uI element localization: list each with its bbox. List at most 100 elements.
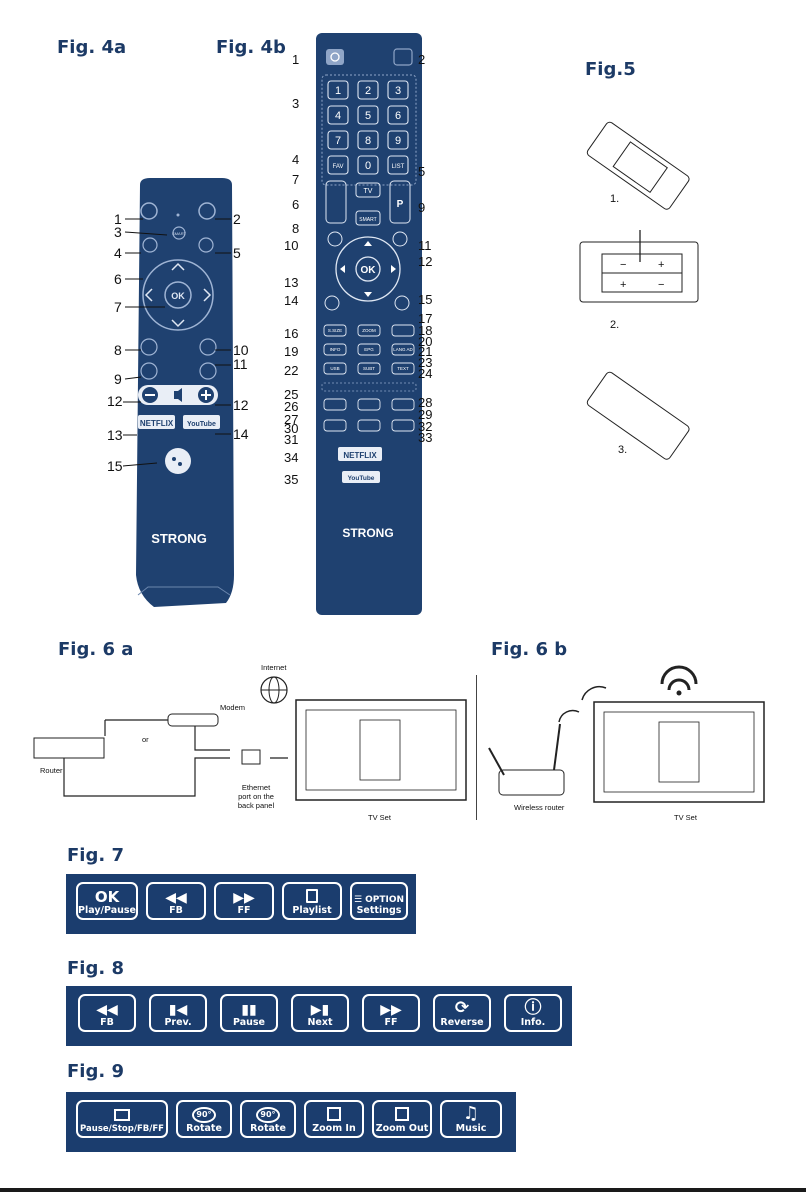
remote-b-callouts-lower: 34 35 bbox=[284, 450, 298, 487]
remote-b-brand: STRONG bbox=[342, 526, 393, 540]
svg-text:31: 31 bbox=[284, 432, 298, 447]
svg-text:6: 6 bbox=[114, 271, 122, 287]
svg-text:9: 9 bbox=[114, 371, 122, 387]
svg-text:4: 4 bbox=[114, 245, 122, 261]
pause-button[interactable]: ▮▮ Pause bbox=[220, 994, 278, 1032]
svg-text:11: 11 bbox=[418, 238, 432, 253]
music-button[interactable]: ♫ Music bbox=[440, 1100, 502, 1138]
svg-text:1: 1 bbox=[292, 52, 299, 67]
svg-text:13: 13 bbox=[107, 427, 123, 443]
digit-9: 9 bbox=[395, 135, 401, 147]
svg-text:+: + bbox=[658, 259, 664, 271]
ethernet-label-3: back panel bbox=[238, 801, 275, 810]
back-icon bbox=[140, 338, 158, 356]
digit-0: 0 bbox=[365, 160, 371, 172]
fig-7-button-bar: OK Play/Pause ◀◀ FB ▶▶ FF Playlist ☰ OPT… bbox=[66, 874, 416, 934]
remote-b-body bbox=[316, 33, 422, 615]
pause-stop-fb-ff-button[interactable]: Pause/Stop/FB/FF bbox=[76, 1100, 168, 1138]
prev-button[interactable]: ▮◀ Prev. bbox=[149, 994, 207, 1032]
home-icon bbox=[199, 338, 217, 356]
svg-text:9: 9 bbox=[418, 200, 425, 215]
option-settings-button[interactable]: ☰ OPTION Settings bbox=[350, 882, 408, 920]
svg-text:8: 8 bbox=[114, 342, 122, 358]
fig-9-title: Fig. 9 bbox=[67, 1061, 124, 1082]
power-button bbox=[326, 49, 344, 65]
svg-text:10: 10 bbox=[233, 342, 249, 358]
playlist-button[interactable]: Playlist bbox=[282, 882, 342, 920]
svg-text:18: 18 bbox=[418, 323, 432, 338]
svg-text:4: 4 bbox=[292, 152, 299, 167]
modem-icon bbox=[167, 713, 219, 727]
fast-forward-icon: ▶▶ bbox=[380, 1002, 402, 1018]
zoom-in-button[interactable]: Zoom In bbox=[304, 1100, 364, 1138]
digit-5: 5 bbox=[365, 110, 371, 122]
router-icon bbox=[33, 737, 105, 759]
playlist-icon bbox=[306, 889, 318, 903]
navigation-ring-b bbox=[335, 236, 401, 302]
svg-text:2: 2 bbox=[233, 211, 241, 227]
previous-icon: ▮◀ bbox=[168, 1002, 188, 1018]
play-pause-button[interactable]: OK Play/Pause bbox=[76, 882, 138, 920]
volume-icon bbox=[174, 388, 182, 402]
svg-text:1: 1 bbox=[114, 211, 122, 227]
reverse-button[interactable]: ⟳ Reverse bbox=[433, 994, 491, 1032]
remote-a-brand: STRONG bbox=[151, 531, 207, 546]
internet-label: Internet bbox=[261, 663, 287, 672]
svg-text:12: 12 bbox=[233, 397, 249, 413]
reverse-icon: ⟳ bbox=[454, 998, 470, 1018]
rotate-left-button[interactable]: 90° Rotate bbox=[176, 1100, 232, 1138]
remote-a-netflix-label: NETFLIX bbox=[140, 419, 174, 428]
digit-8: 8 bbox=[365, 135, 371, 147]
remote-b-callouts: 1 3 4 7 6 8 10 13 14 16 19 22 25 26 27 3… bbox=[284, 52, 432, 447]
fb-button[interactable]: ◀◀ FB bbox=[78, 994, 136, 1032]
digit-4: 4 bbox=[335, 110, 341, 122]
svg-text:14: 14 bbox=[233, 426, 249, 442]
fast-forward-button[interactable]: ▶▶ FF bbox=[214, 882, 274, 920]
fig-8-title: Fig. 8 bbox=[67, 958, 124, 979]
zoom-out-icon bbox=[395, 1107, 409, 1121]
svg-text:32: 32 bbox=[418, 419, 432, 434]
next-button[interactable]: ▶▮ Next bbox=[291, 994, 349, 1032]
svg-text:33: 33 bbox=[418, 430, 432, 445]
wireless-router-icon bbox=[498, 769, 565, 796]
svg-text:6: 6 bbox=[292, 197, 299, 212]
rotate-left-icon: 90° bbox=[192, 1107, 216, 1123]
ff-button[interactable]: ▶▶ FF bbox=[362, 994, 420, 1032]
page-bottom-rule bbox=[0, 1188, 806, 1192]
svg-text:22: 22 bbox=[284, 363, 298, 378]
svg-text:7: 7 bbox=[114, 299, 122, 315]
battery-insertion-illustration: 1. −+ +− 2. 3. bbox=[579, 121, 699, 460]
fig-4b-title: Fig. 4b bbox=[216, 37, 286, 58]
zoom-out-button[interactable]: Zoom Out bbox=[372, 1100, 432, 1138]
fig-9-button-bar: Pause/Stop/FB/FF 90° Rotate 90° Rotate Z… bbox=[66, 1092, 516, 1152]
remote-a-callouts: 1 3 4 6 7 8 9 12 13 15 2 5 10 11 12 14 bbox=[107, 211, 249, 474]
wireless-router-label: Wireless router bbox=[514, 803, 565, 812]
next-icon: ▶▮ bbox=[310, 1002, 330, 1018]
svg-text:EPG: EPG bbox=[364, 347, 374, 352]
svg-text:13: 13 bbox=[284, 275, 298, 290]
modem-label: Modem bbox=[220, 703, 245, 712]
media-controls-icon bbox=[114, 1109, 130, 1121]
tv-set-back-b bbox=[593, 701, 765, 803]
svg-text:S.SIZE: S.SIZE bbox=[328, 328, 342, 333]
source-icon bbox=[198, 237, 214, 253]
or-label: or bbox=[142, 735, 149, 744]
ethernet-label-2: port on the bbox=[238, 792, 274, 801]
svg-text:−: − bbox=[620, 259, 626, 271]
svg-text:11: 11 bbox=[233, 356, 248, 372]
rotate-right-button[interactable]: 90° Rotate bbox=[240, 1100, 296, 1138]
svg-text:USB: USB bbox=[330, 366, 339, 371]
svg-text:2: 2 bbox=[418, 52, 425, 67]
svg-text:35: 35 bbox=[284, 472, 298, 487]
svg-text:+: + bbox=[620, 279, 626, 291]
ethernet-port-icon bbox=[241, 749, 261, 765]
wireless-network-diagram: Wireless router TV Set bbox=[488, 665, 765, 822]
fast-backward-button[interactable]: ◀◀ FB bbox=[146, 882, 206, 920]
fast-forward-icon: ▶▶ bbox=[233, 890, 255, 906]
info-button[interactable]: ⓘ Info. bbox=[504, 994, 562, 1032]
ok-label-b: OK bbox=[361, 265, 377, 276]
smart-button-icon bbox=[172, 226, 186, 240]
music-icon: ♫ bbox=[462, 1103, 480, 1124]
svg-text:10: 10 bbox=[284, 238, 298, 253]
remote-b-illustration: 1 2 3 4 5 6 7 8 9 0 FAV LIST TV P SMART … bbox=[316, 33, 422, 615]
